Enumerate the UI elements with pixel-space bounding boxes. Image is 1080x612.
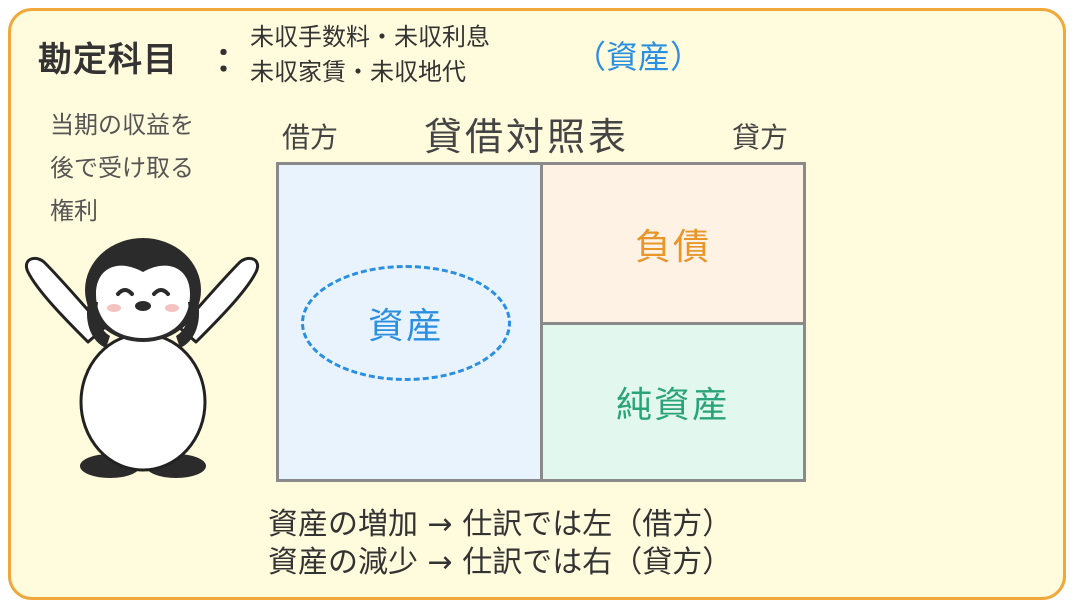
right-column: 負債 純資産 [543,165,803,479]
liabilities-label: 負債 [634,226,711,268]
assets-label: 資産 [367,306,444,347]
title-colon: ： [215,40,249,80]
journal-rules: 資産の増加 → 仕訳では左（借方） 資産の減少 → 仕訳では右（貸方） [268,506,732,582]
rule-increase: 資産の増加 → 仕訳では左（借方） [268,507,733,542]
assets-ellipse: 資産 [301,265,511,381]
debit-label: 借方 [282,121,339,154]
page-title: 勘定科目 [38,40,178,80]
account-items-line1: 未収手数料・未収利息 [250,23,490,51]
rule-decrease: 資産の減少 → 仕訳では右（貸方） [268,545,733,580]
credit-label: 貸方 [732,121,789,154]
net-assets-label: 純資産 [615,385,730,426]
account-items-line2: 未収家賃・未収地代 [250,58,466,86]
category-label: （資産） [574,38,703,76]
balance-sheet-table: 資産 負債 純資産 [276,162,806,482]
penguin-illustration [25,238,259,478]
account-items: 未収手数料・未収利息 未収家賃・未収地代 [250,20,490,90]
description-line3: 権利 [50,197,98,225]
liabilities-cell: 負債 [543,165,803,325]
balance-sheet-title: 貸借対照表 [424,115,630,159]
net-assets-cell: 純資産 [543,325,803,479]
description: 当期の収益を 後で受け取る 権利 [50,104,194,233]
description-line1: 当期の収益を [50,111,194,139]
description-line2: 後で受け取る [50,154,194,182]
assets-column: 資産 [279,165,543,479]
